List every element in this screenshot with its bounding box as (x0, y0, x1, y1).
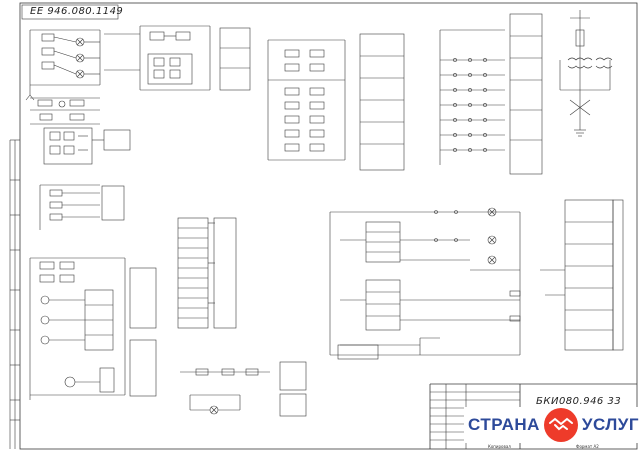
handshake-icon (543, 408, 578, 442)
watermark-right-word: УСЛУГ (581, 415, 639, 434)
relay-panel-upper (267, 33, 405, 171)
document-code: БКИ080.946 33 (536, 396, 622, 407)
legend-table (540, 199, 624, 351)
circuit-block-top-middle (139, 25, 251, 91)
circuit-block-middle-left (39, 184, 125, 230)
watermark-box: СТРАНА УСЛУГ (464, 407, 640, 443)
drawing-frame (19, 2, 638, 450)
circuit-block-lower-left (29, 257, 157, 400)
footer-format: Формат А2 (576, 444, 599, 449)
terminal-strip (177, 217, 237, 329)
circuit-block-main-control (329, 207, 521, 360)
watermark: СТРАНА УСЛУГ (464, 404, 640, 446)
circuit-block-bottom-middle (180, 361, 307, 417)
watermark-left-word: СТРАНА (468, 415, 540, 434)
transformer-block (559, 10, 613, 137)
contact-matrix (439, 13, 543, 175)
footer-copied-by: Копировал (488, 444, 511, 449)
margin-cells (10, 139, 20, 421)
circuit-block-top-left (25, 29, 140, 165)
frame-code-box (21, 4, 119, 20)
frame-code: ЕЕ 946.080.1149 (30, 6, 124, 17)
